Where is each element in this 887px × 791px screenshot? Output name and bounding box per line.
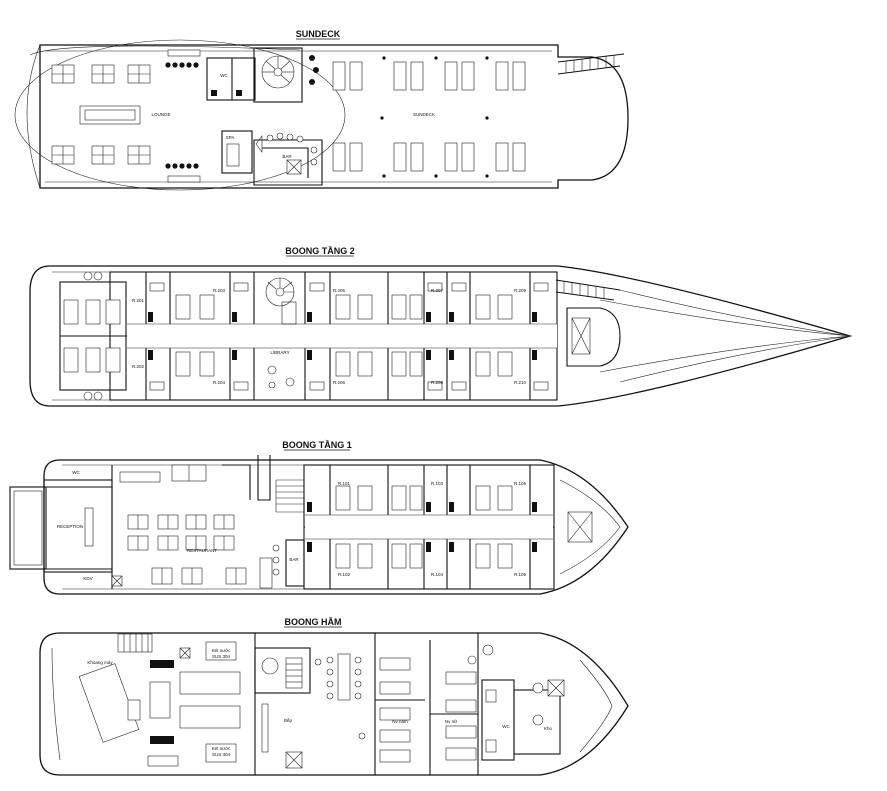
sundeck-wc-label: WC: [220, 73, 228, 78]
restaurant-label: RESTAURANT: [187, 548, 217, 553]
deck1-stairs-bar: [222, 455, 305, 589]
engine-room: Khoang máy Két nước SUS 304 Két nước SUS…: [78, 633, 241, 767]
tank-bottom-label-1: Két nước: [212, 746, 231, 751]
crew-cabins: [379, 657, 477, 763]
tank-top-label-2: SUS 304: [212, 654, 231, 659]
room-r105: R.105: [514, 481, 527, 486]
deck2-title: BOONG TẦNG 2: [285, 246, 355, 256]
room-r101: R.101: [338, 481, 351, 486]
sundeck-spiral-stair: [253, 47, 303, 103]
kitchen-label: Bếp: [284, 718, 293, 723]
spa-label: SPA: [226, 135, 235, 140]
deck2-hull: [29, 265, 853, 407]
tank-bottom-label-2: SUS 304: [212, 752, 231, 757]
storage-label: Kho: [544, 726, 553, 731]
sundeck-area-label: SUNDECK: [413, 112, 435, 117]
deck2-spiral-stair: [265, 277, 297, 325]
room-r201: R.201: [132, 298, 145, 303]
sundeck-plan: SUNDECK: [14, 29, 629, 191]
sundeck-hull: [39, 44, 629, 189]
sundeck-title: SUNDECK: [296, 29, 341, 39]
hold-hull: [39, 632, 629, 776]
tank-top-label-1: Két nước: [212, 648, 231, 653]
room-r207: R.207: [431, 288, 444, 293]
deck1-title: BOONG TẦNG 1: [282, 440, 352, 450]
kdv-label: KDV: [83, 576, 92, 581]
room-r208: R.208: [431, 380, 444, 385]
sun-loungers: [332, 61, 526, 172]
restaurant-tables: [119, 464, 247, 585]
room-r103: R.103: [431, 481, 444, 486]
hold-plan: BOONG HẦM Khoang máy Két nước SUS 304: [39, 617, 629, 776]
deck1-bar-label: BAR: [289, 557, 299, 562]
sundeck-gangway: [557, 53, 625, 75]
room-r106: R.106: [514, 572, 527, 577]
lounge-label: LOUNGE: [151, 112, 170, 117]
lounge-area: LOUNGE: [51, 49, 319, 183]
room-r202: R.202: [132, 364, 145, 369]
crew-male-label: Nv nam: [392, 719, 408, 724]
sundeck-bar: BAR: [253, 132, 323, 186]
kitchen: Bếp: [254, 647, 311, 769]
room-r209: R.209: [514, 288, 527, 293]
deck2-plan: BOONG TẦNG 2: [29, 246, 853, 407]
room-r210: R.210: [514, 380, 527, 385]
sundeck-service-block: WC SPA: [206, 57, 256, 174]
deck1-wc-label: WC: [72, 470, 80, 475]
room-r102: R.102: [338, 572, 351, 577]
engine-room-label: Khoang máy: [87, 660, 113, 665]
room-r104: R.104: [431, 572, 444, 577]
deck1-hull: [43, 459, 629, 595]
hold-wc-label: WC: [502, 724, 510, 729]
room-r206: R.206: [333, 380, 346, 385]
library-label: LIBRARY: [270, 350, 289, 355]
deck2-gangway: [555, 279, 621, 301]
crew-female-label: Nv nữ: [445, 719, 457, 724]
deck1-plan: BOONG TẦNG 1: [9, 440, 629, 595]
hold-wc-storage: WC Kho: [467, 644, 565, 761]
hold-title: BOONG HẦM: [285, 617, 342, 627]
room-r204: R.204: [213, 380, 226, 385]
deck2-beds: [63, 294, 513, 377]
sundeck-bar-label: BAR: [282, 154, 292, 159]
room-r205: R.205: [333, 288, 346, 293]
reception-label: RECEPTION: [57, 524, 83, 529]
room-r203: R.203: [213, 288, 226, 293]
